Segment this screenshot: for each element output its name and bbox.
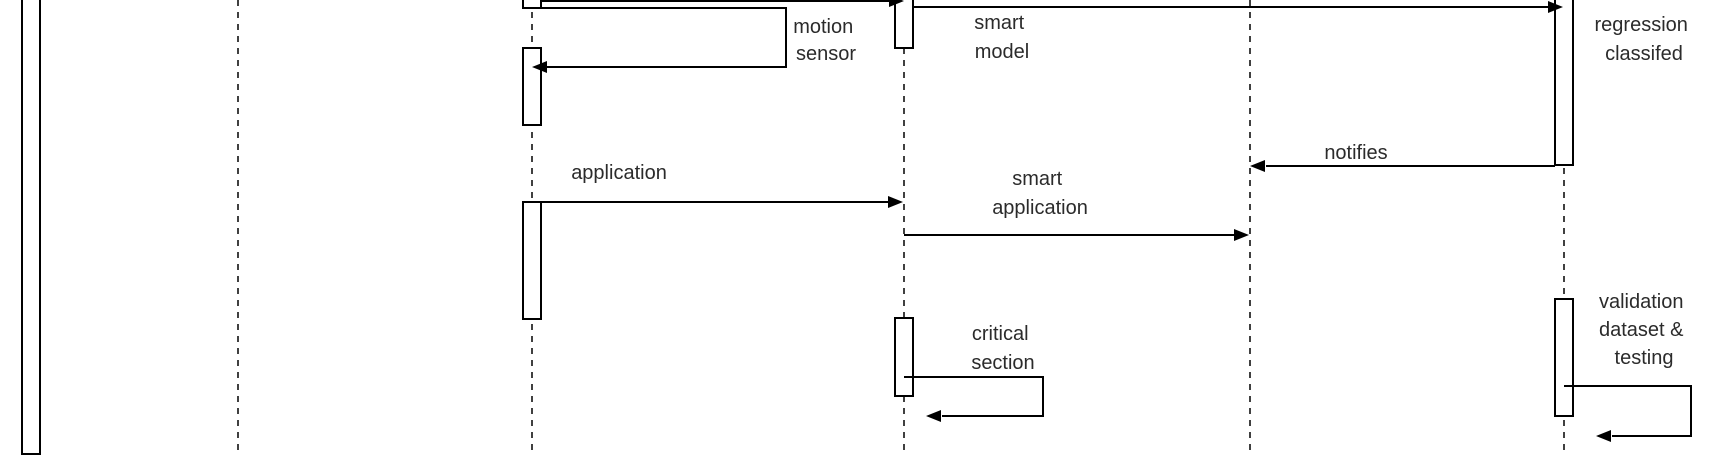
arrow-critical-section <box>904 376 1044 417</box>
label-application: application <box>571 162 667 184</box>
activation-bar-lifeline3-motion <box>522 47 542 126</box>
arrowhead-smart-application <box>1234 229 1249 241</box>
message-arrows <box>532 0 1692 442</box>
arrowhead-notifies <box>1250 160 1265 172</box>
arrowhead-application <box>888 196 903 208</box>
activation-bar-lifeline4-critical <box>894 317 914 397</box>
arrow-motion-sensor <box>541 7 787 68</box>
label-motion-sensor: motion sensor <box>793 16 859 65</box>
arrowhead-top-to-smart-model <box>889 0 904 7</box>
activation-bar-lifeline6-validation <box>1554 298 1574 417</box>
arrowhead-motion-sensor <box>532 61 547 73</box>
label-smart-model: smart model <box>974 12 1030 63</box>
label-notifies: notifies <box>1324 142 1387 164</box>
activation-bar-left <box>21 0 41 455</box>
activation-bar-lifeline6-regression <box>1554 0 1574 166</box>
label-regression-classified: regression classifed <box>1595 14 1694 65</box>
activation-bar-lifeline3-application <box>522 201 542 320</box>
activation-bars <box>21 0 1574 455</box>
activation-bar-lifeline4-top <box>894 0 914 49</box>
activation-bar-lifeline3-top <box>522 0 542 9</box>
arrowhead-validation-testing <box>1596 430 1611 442</box>
arrow-validation-testing <box>1564 385 1692 437</box>
arrowhead-smart-model <box>1548 1 1563 13</box>
label-critical-section: critical section <box>971 323 1034 374</box>
label-validation-testing: validation dataset & testing <box>1599 291 1689 369</box>
label-smart-application: smart application <box>992 168 1088 219</box>
arrowhead-critical-section <box>926 410 941 422</box>
message-labels: motion sensor smart model regression cla… <box>571 12 1694 374</box>
